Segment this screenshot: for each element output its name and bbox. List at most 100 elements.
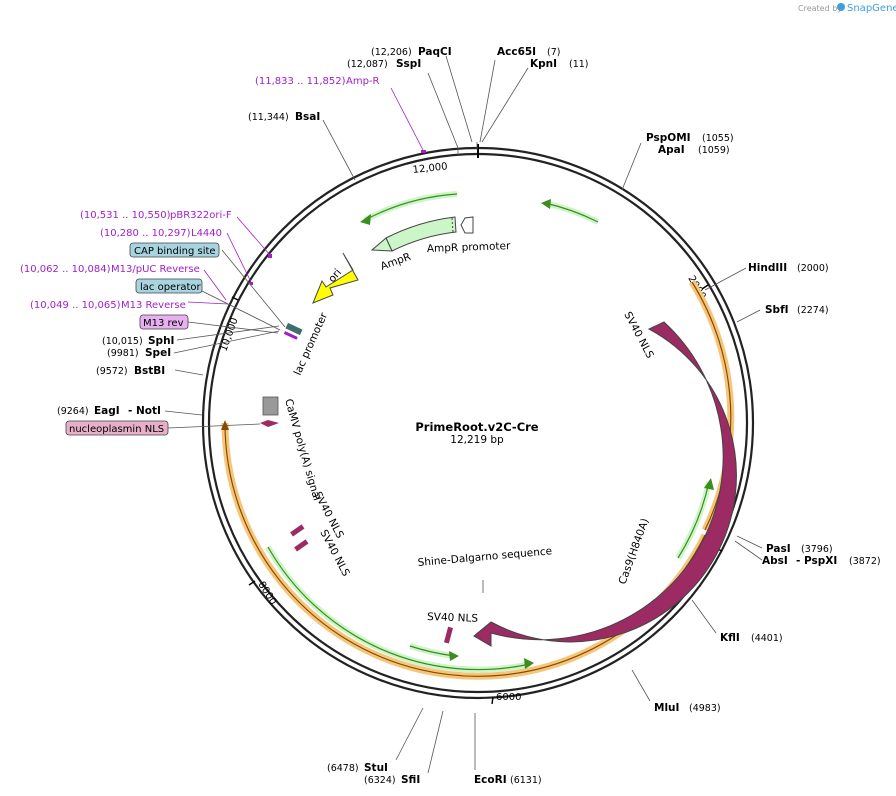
sspi-leader: [427, 72, 459, 149]
tick-8000: [248, 580, 256, 586]
acc65i-leader: [479, 59, 496, 143]
sfii-name[interactable]: SfiI: [401, 774, 420, 786]
acc65i-pos: (7): [547, 47, 560, 58]
ampr-primer-leader: [390, 87, 424, 151]
sbfi-leader: [736, 309, 761, 323]
sspi-name[interactable]: SspI: [396, 58, 421, 70]
pspxi-name[interactable]: - PspXI: [796, 555, 837, 567]
sphi-leader: [176, 325, 280, 341]
orange-arrow-head: [221, 420, 229, 430]
apai-name[interactable]: ApaI: [658, 144, 685, 156]
ampr-label: AmpR: [379, 251, 413, 273]
credit-prefix: Created by: [798, 4, 842, 13]
sv40-nls-marker-bottom[interactable]: [443, 626, 453, 644]
pasi-name[interactable]: PasI: [766, 543, 791, 555]
green-top-right-band: [544, 200, 600, 225]
green-top-right-head: [541, 199, 551, 209]
l4440-primer-name[interactable]: L4440: [191, 228, 222, 239]
sv40-nls-top-label: SV40 NLS: [621, 310, 656, 361]
m13rev-box-label: M13 rev: [143, 318, 184, 329]
eagi-name[interactable]: EagI: [94, 405, 120, 417]
sv40-nls-marker-b[interactable]: [294, 539, 309, 552]
stui-leader: [395, 707, 424, 761]
tick-6000: [491, 696, 494, 705]
ampr-primer-mark[interactable]: [421, 150, 426, 153]
right-orange-line: [691, 281, 732, 531]
paqci-pos: (12,206): [371, 47, 412, 58]
pspomi-pos: (1055): [702, 133, 734, 144]
pspomi-name[interactable]: PspOMI: [646, 132, 691, 144]
sbfi-name[interactable]: SbfI: [765, 304, 789, 316]
hindiii-pos: (2000): [797, 263, 829, 274]
ampr-primer-name[interactable]: Amp-R: [346, 76, 380, 87]
spei-name[interactable]: SpeI: [145, 347, 171, 359]
nls-leader: [167, 423, 261, 429]
tick-10000: [231, 296, 239, 301]
pbr-primer-pos: (10,531 .. 10,550): [80, 210, 171, 221]
bsai-name[interactable]: BsaI: [295, 111, 320, 123]
lacop-box-label: lac operator: [140, 282, 201, 293]
ampr-promoter-label: AmpR promoter: [427, 240, 511, 255]
hindiii-leader: [704, 267, 747, 291]
pspomi-leader: [621, 142, 642, 191]
mlui-leader: [631, 669, 651, 702]
m13rev-primer-name[interactable]: M13 Reverse: [121, 300, 186, 311]
l4440-primer-leader: [226, 232, 252, 283]
m13puc-primer-name[interactable]: M13/pUC Reverse: [111, 264, 200, 275]
kfli-name[interactable]: KflI: [720, 632, 740, 644]
camv-block[interactable]: [262, 396, 279, 416]
green-bottom-head: [524, 658, 534, 669]
green-bottom-line: [267, 546, 531, 671]
pbr-primer-leader: [236, 216, 271, 256]
hindiii-name[interactable]: HindIII: [748, 262, 787, 274]
ampr-promoter-arrow[interactable]: [460, 216, 474, 234]
cap-box[interactable]: [129, 242, 220, 258]
kpni-name[interactable]: KpnI: [530, 58, 557, 70]
pbr-primer-name[interactable]: pBR322ori-F: [170, 210, 232, 221]
stui-name[interactable]: StuI: [364, 762, 388, 774]
acc65i-name[interactable]: Acc65I: [497, 46, 536, 58]
sphi-pos: (10,015): [102, 336, 143, 347]
ampr-head[interactable]: [370, 237, 393, 252]
green-right-head: [704, 478, 714, 490]
paqci-name[interactable]: PaqCI: [418, 46, 452, 58]
sphi-name[interactable]: SphI: [148, 335, 174, 347]
ecori-name[interactable]: EcoRI: [474, 774, 507, 786]
bstbi-name[interactable]: BstBI: [134, 365, 165, 377]
sv40-nls-marker-a[interactable]: [290, 524, 305, 537]
bstbi-pos: (9572): [96, 366, 128, 377]
cas9-divider: [621, 567, 631, 581]
nucleoplasmin-nls-marker[interactable]: [260, 420, 279, 427]
l4440-primer-mark[interactable]: [250, 282, 253, 285]
tick-label-8000: 8000: [255, 580, 278, 607]
shine-dalgarno-label: Shine-Dalgarno sequence: [417, 545, 552, 569]
kpni-pos: (11): [569, 59, 589, 70]
pasi-leader: [736, 535, 763, 549]
sfii-leader: [427, 710, 444, 774]
bstbi-leader: [174, 369, 204, 376]
ecori-pos: (6131): [510, 775, 542, 786]
m13rev-leader: [187, 321, 279, 334]
bsai-pos: (11,344): [248, 112, 289, 123]
lacop-box[interactable]: [135, 278, 203, 294]
m13rev-primer-leader: [187, 301, 229, 305]
plasmid-name: PrimeRoot.v2C-Cre: [415, 420, 538, 434]
snapgene-logo-icon: [837, 3, 845, 11]
noti-name[interactable]: - NotI: [128, 405, 161, 417]
nls-box[interactable]: [65, 420, 169, 436]
absi-pos: (3872): [849, 556, 881, 567]
m13puc-primer-leader: [203, 269, 227, 301]
cas9-arrow[interactable]: [473, 321, 737, 647]
lac-primer-mark[interactable]: [283, 331, 298, 340]
spei-leader: [173, 330, 280, 354]
ori-arrow[interactable]: [312, 252, 359, 304]
pbr322ori-primer-mark[interactable]: [268, 254, 272, 258]
kpni-leader: [481, 67, 529, 143]
spei-pos: (9981): [107, 348, 139, 359]
green-top-left-line: [364, 193, 458, 221]
green-top-left-band: [363, 191, 458, 223]
lac-promoter-block[interactable]: [285, 322, 303, 336]
m13rev-box[interactable]: [139, 314, 189, 330]
absi-name[interactable]: AbsI: [762, 555, 788, 567]
mlui-name[interactable]: MluI: [654, 702, 679, 714]
